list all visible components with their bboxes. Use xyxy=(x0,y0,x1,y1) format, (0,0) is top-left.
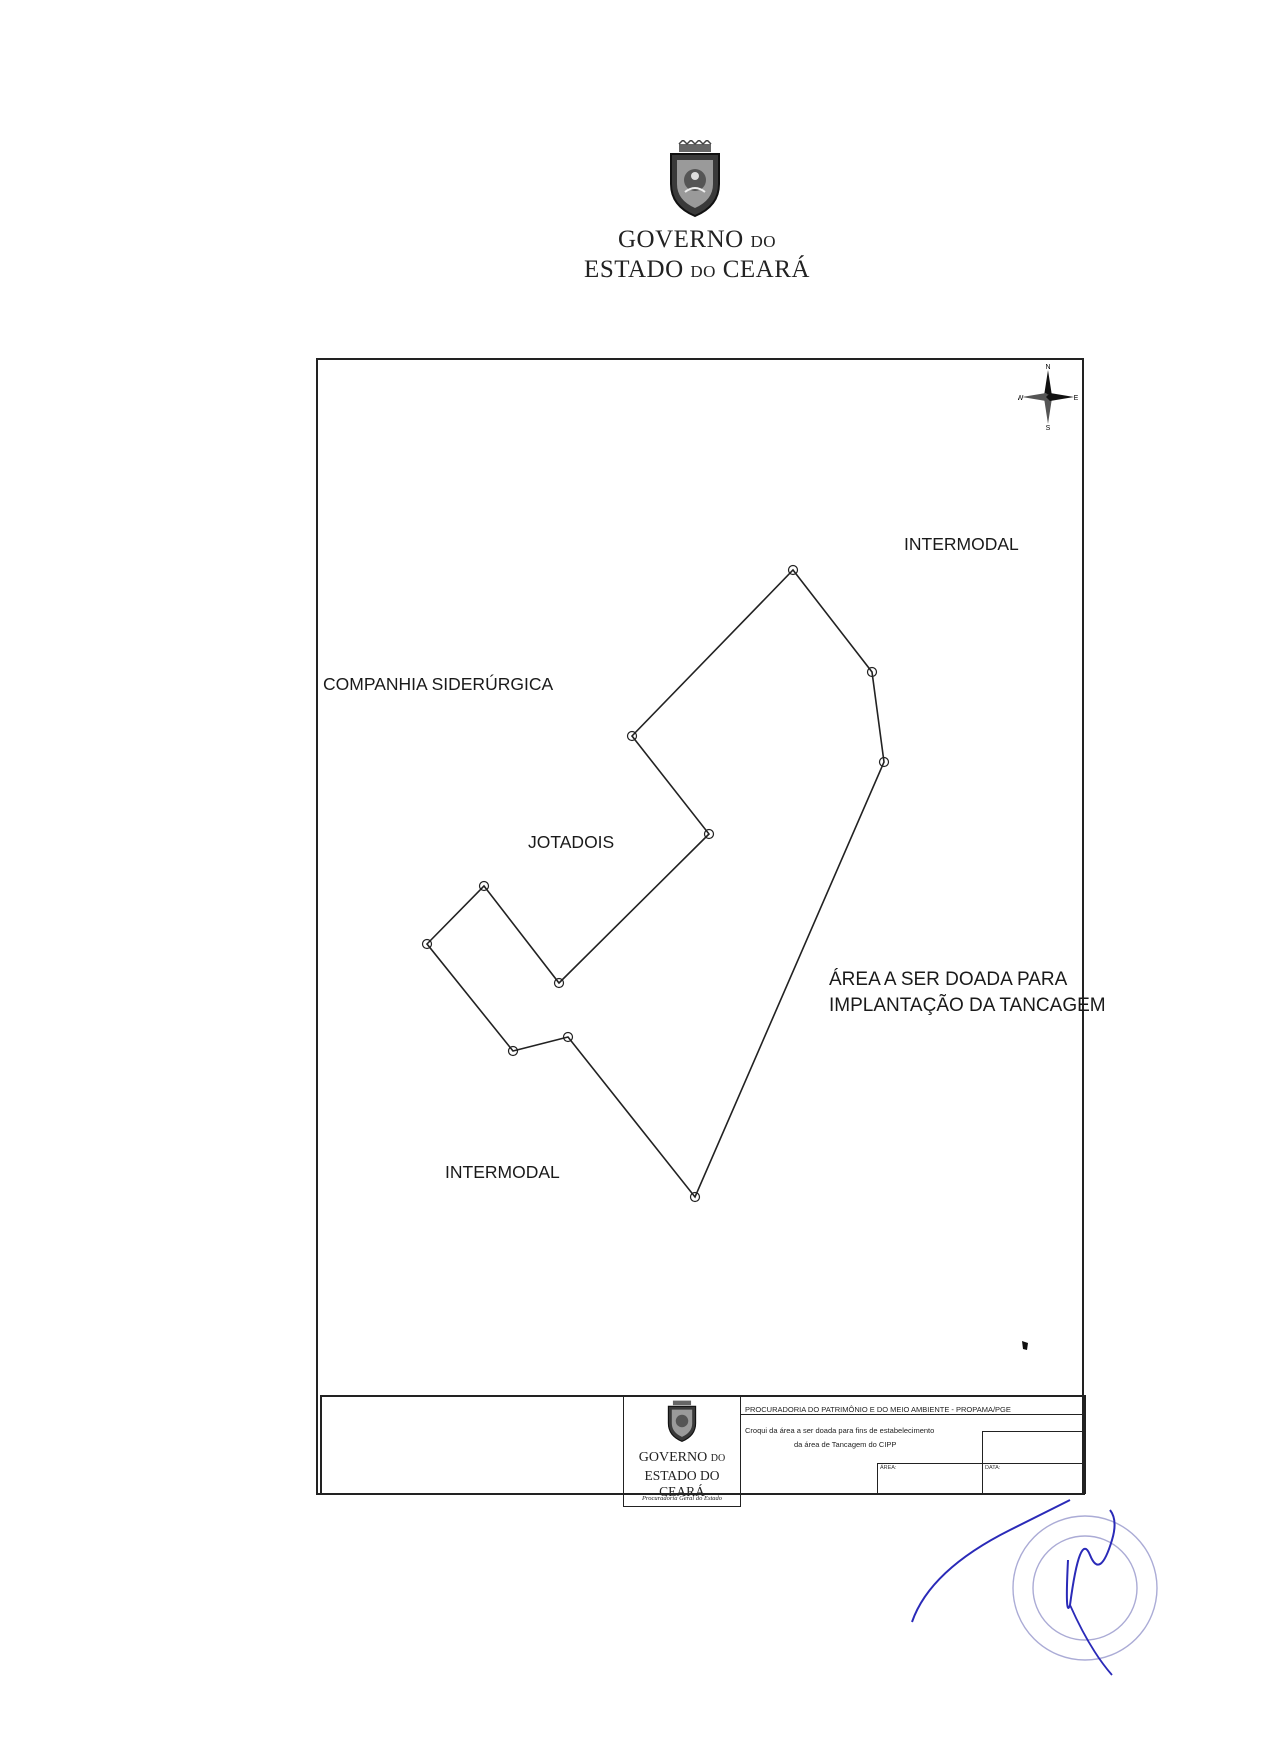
header-title-line2: ESTADO DO CEARÁ xyxy=(584,256,810,283)
title-block-gov-line1: GOVERNO DO xyxy=(638,1450,726,1465)
title-block-desc-line2: da área de Tancagem do CIPP xyxy=(794,1440,897,1449)
title-block-left-line xyxy=(320,1395,322,1494)
title-block-area-label: ÁREA: xyxy=(880,1465,897,1471)
svg-text:S: S xyxy=(1046,425,1051,430)
title-block-right-line xyxy=(1084,1395,1086,1494)
svg-text:W: W xyxy=(1018,395,1024,402)
title-block-divider-text xyxy=(740,1395,742,1507)
title-block-box-top xyxy=(982,1431,1084,1432)
title-block-desc-line1: Croqui da área a ser doada para fins de … xyxy=(745,1426,935,1435)
coat-of-arms-icon xyxy=(670,140,720,218)
ink-mark xyxy=(1022,1341,1028,1350)
title-block-bottom-line xyxy=(320,1493,1085,1495)
label-area-doada-line2: IMPLANTAÇÃO DA TANCAGEM xyxy=(829,995,1106,1016)
title-block-coat-of-arms-icon xyxy=(667,1400,697,1443)
label-area-doada-line1: ÁREA A SER DOADA PARA xyxy=(829,969,1068,990)
title-block-top-line xyxy=(320,1395,1085,1397)
label-intermodal-top: INTERMODAL xyxy=(904,534,1019,554)
label-companhia-siderurgica: COMPANHIA SIDERÚRGICA xyxy=(323,674,554,694)
title-block-area-left xyxy=(877,1463,878,1494)
compass-rose-icon: N S E W xyxy=(1018,364,1078,430)
title-block-org-underline xyxy=(740,1414,1085,1415)
title-block-box-mid xyxy=(877,1463,1084,1464)
title-block-divider-logo xyxy=(623,1395,625,1507)
title-block-gov-line3: Procuradoria Geral do Estado xyxy=(641,1495,723,1502)
svg-text:N: N xyxy=(1045,364,1050,371)
title-block-gov-line2: ESTADO DO CEARÁ xyxy=(644,1468,720,1499)
title-block-org: PROCURADORIA DO PATRIMÔNIO E DO MEIO AMB… xyxy=(745,1405,1011,1414)
title-block-data-label: DATA: xyxy=(985,1465,1001,1471)
svg-text:E: E xyxy=(1074,395,1078,402)
label-jotadois: JOTADOIS xyxy=(528,832,615,852)
title-block-box-left xyxy=(982,1431,983,1494)
header-title-line1: GOVERNO DO xyxy=(617,226,777,253)
label-intermodal-bottom: INTERMODAL xyxy=(445,1162,560,1182)
title-block-logo-bottom xyxy=(623,1506,741,1508)
